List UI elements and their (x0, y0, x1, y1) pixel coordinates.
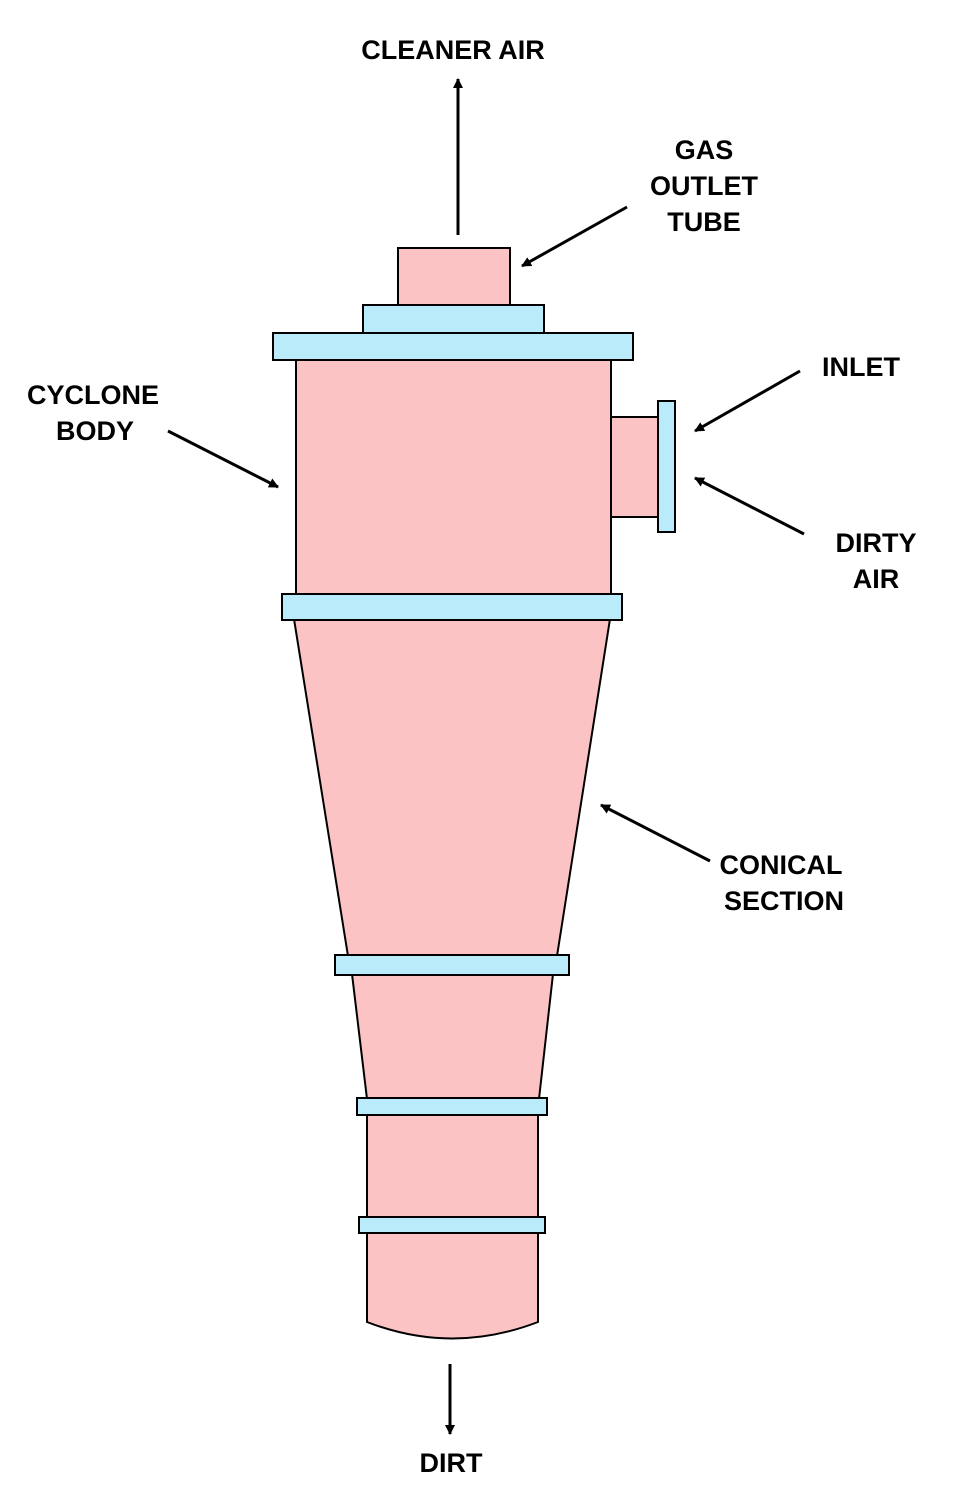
label-inlet: INLET (822, 352, 901, 382)
cyclone-parts (292, 247, 659, 1340)
flanges (272, 304, 676, 1234)
label-conical-section-line1: CONICAL (720, 850, 843, 880)
label-cyclone-body-line2: BODY (56, 416, 134, 446)
label-conical-section-line2: SECTION (724, 886, 844, 916)
top-flange (272, 332, 634, 361)
cone-flange (334, 954, 570, 976)
label-gas-outlet-tube-line3: TUBE (667, 207, 741, 237)
lower-cone (350, 973, 555, 1100)
dust-tube (366, 1114, 539, 1219)
gas-outlet-tube-arrow (521, 205, 628, 268)
outlet-flange (362, 304, 545, 334)
dust-discharge (366, 1232, 539, 1340)
label-cleaner-air: CLEANER AIR (361, 35, 545, 65)
label-gas-outlet-tube-line2: OUTLET (650, 171, 758, 201)
label-dirty-air-line1: DIRTY (836, 528, 917, 558)
cyclone-body-arrow (167, 429, 279, 489)
conical-section (292, 618, 612, 957)
dust-tube-flange (358, 1216, 546, 1234)
lower-cone-flange (356, 1097, 548, 1116)
gas-outlet-tube (397, 247, 511, 307)
body-cone-flange (281, 593, 623, 621)
cyclone-body (295, 359, 612, 597)
label-dirt: DIRT (420, 1448, 483, 1478)
label-cyclone-body-line1: CYCLONE (27, 380, 159, 410)
dirty-air-arrow (694, 476, 805, 536)
label-gas-outlet-tube-line1: GAS (675, 135, 734, 165)
inlet-arrow (694, 369, 801, 433)
conical-section-arrow (600, 803, 711, 863)
inlet-duct (610, 416, 659, 518)
labels: CLEANER AIR GAS OUTLET TUBE CYCLONE BODY… (27, 35, 917, 1478)
label-dirty-air-line2: AIR (853, 564, 900, 594)
inlet-flange (657, 400, 676, 533)
arrows (167, 78, 805, 1435)
